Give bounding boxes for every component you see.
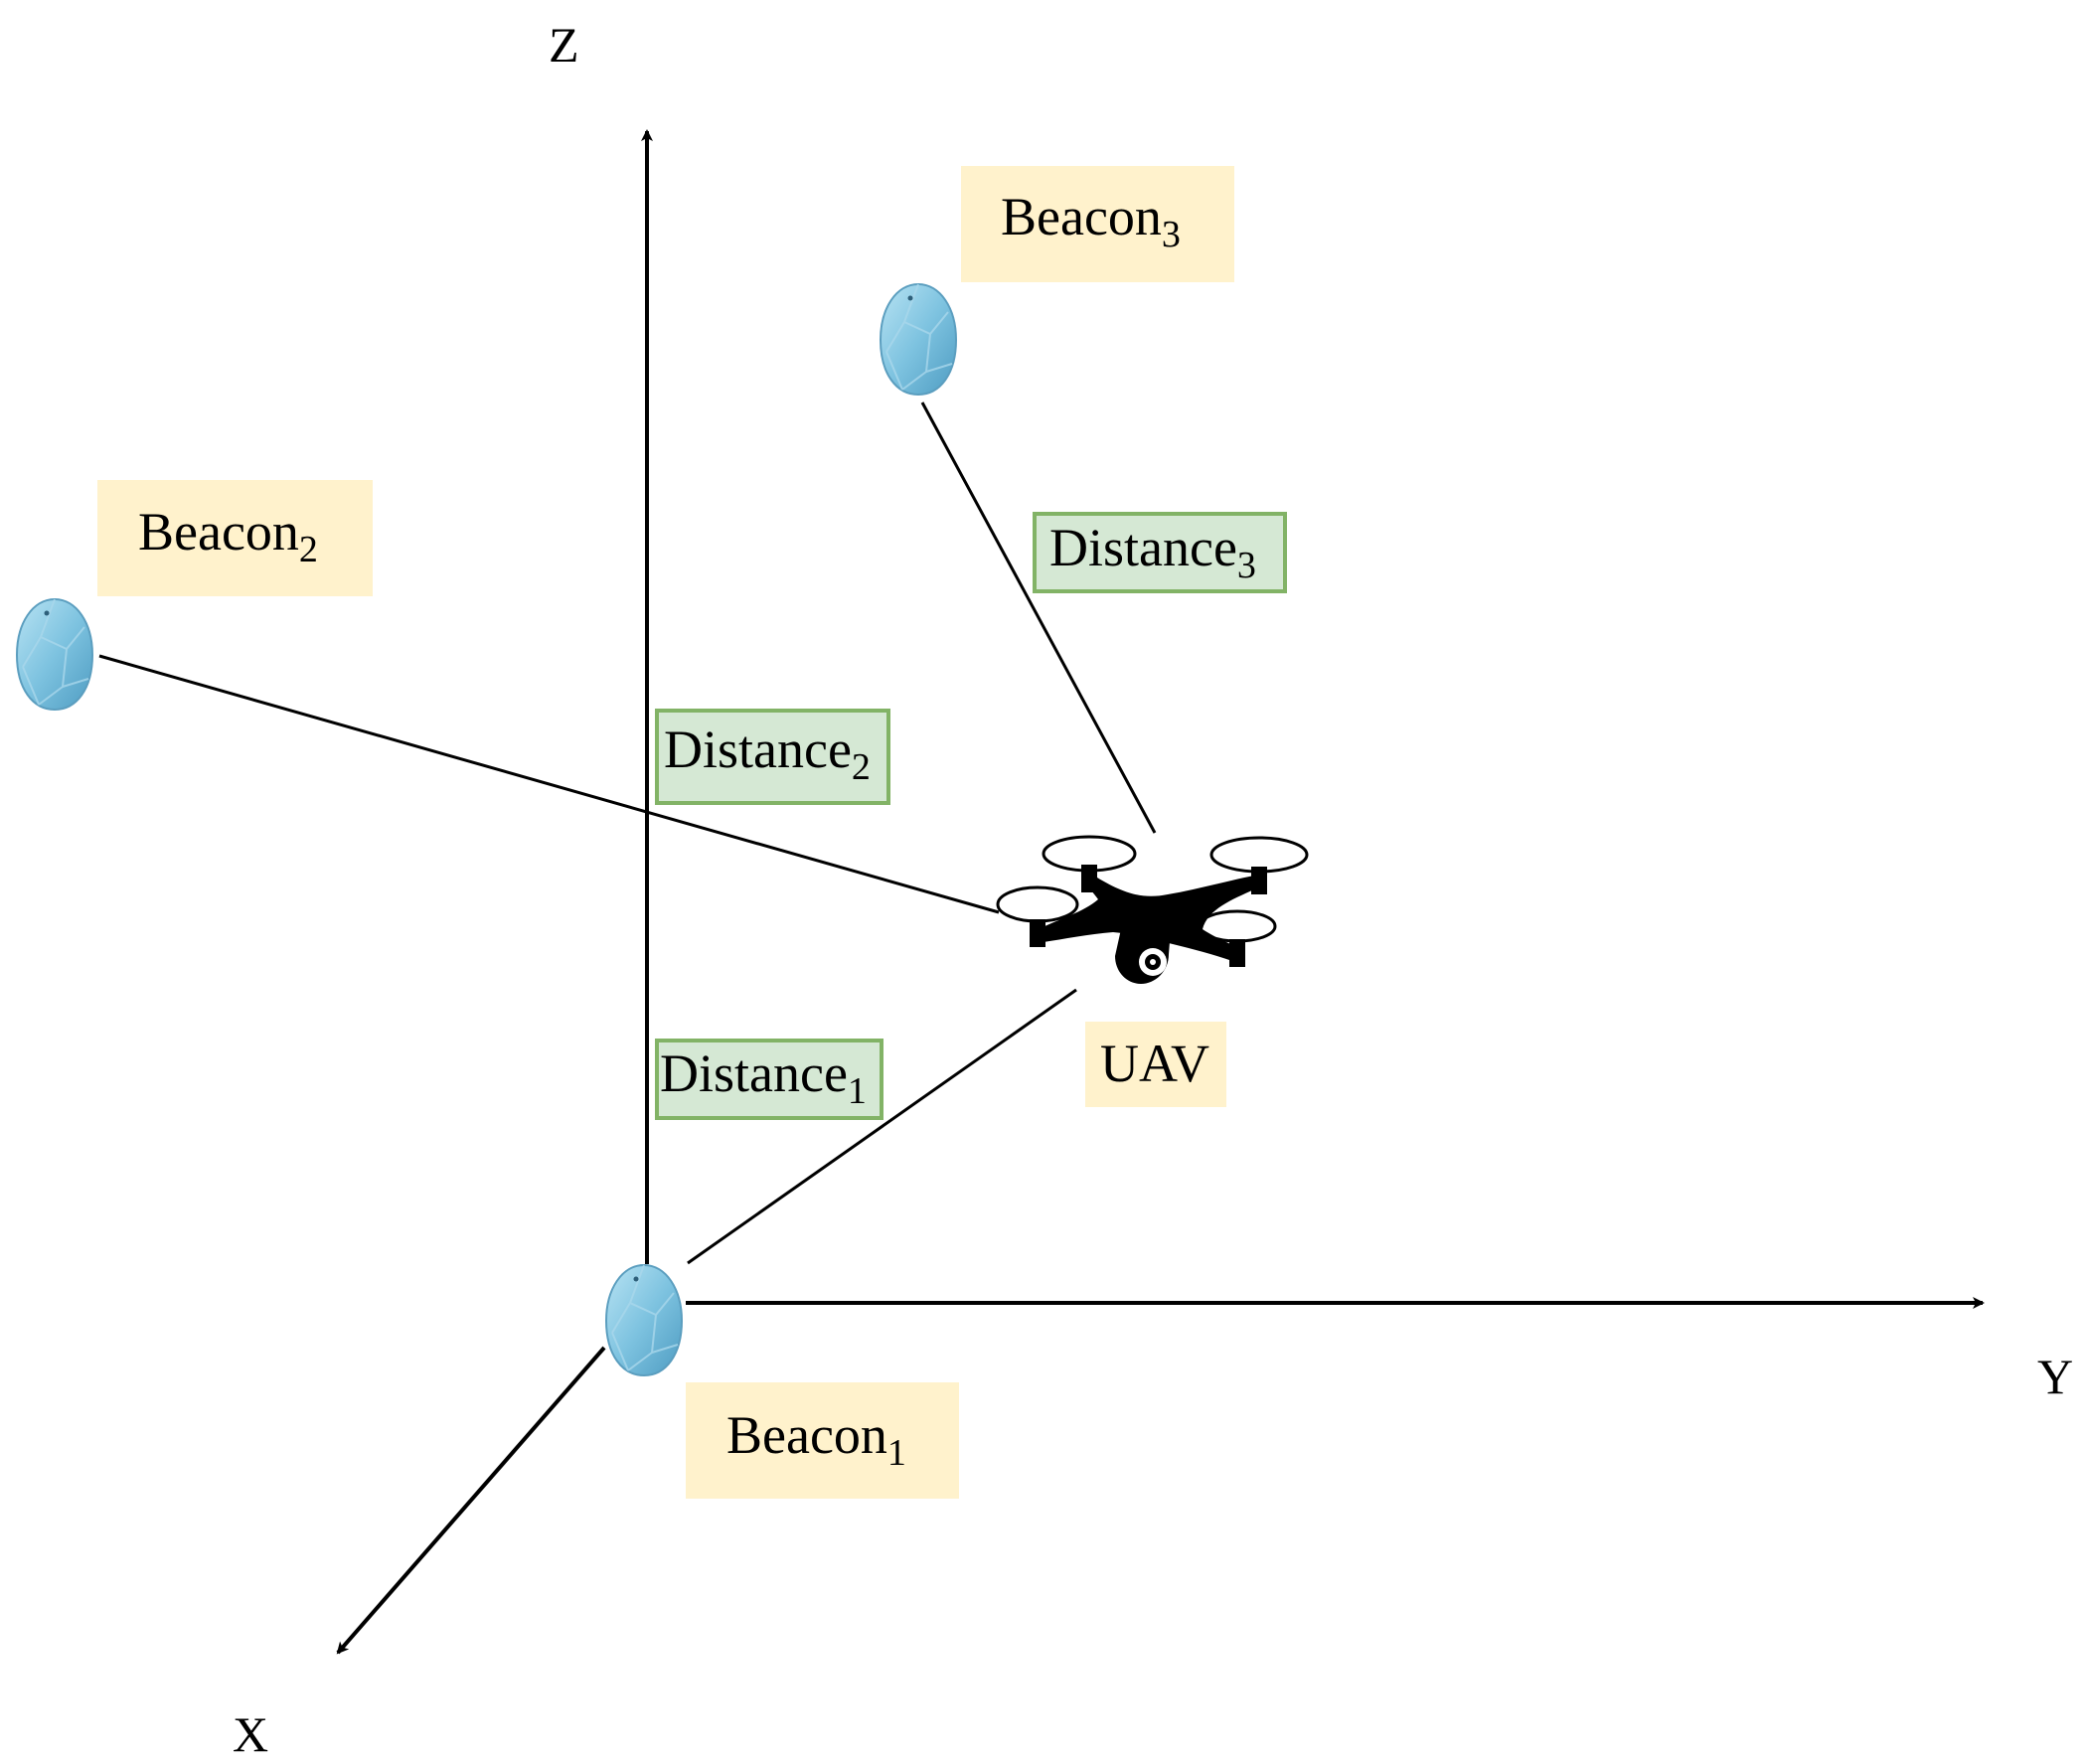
z-axis-label: Z bbox=[549, 17, 579, 73]
beacon-icon bbox=[880, 283, 957, 396]
distance2-label: Distance bbox=[664, 720, 852, 779]
uav-label: UAV bbox=[1100, 1034, 1209, 1093]
distance2-label-box: Distance2 bbox=[655, 709, 890, 805]
beacon2-label: Beacon bbox=[138, 502, 299, 561]
distance3-label-box: Distance3 bbox=[1033, 512, 1287, 593]
drone-icon bbox=[996, 835, 1309, 984]
y-axis-label: Y bbox=[2037, 1349, 2073, 1404]
distance2-subscript: 2 bbox=[852, 746, 871, 788]
beacon2-label-box: Beacon2 bbox=[97, 480, 373, 596]
distance3-subscript: 3 bbox=[1237, 545, 1256, 586]
distance1-subscript: 1 bbox=[848, 1070, 867, 1112]
distance2-line bbox=[98, 654, 1000, 914]
svg-text:Distance1: Distance1 bbox=[660, 1043, 867, 1112]
distance3-line bbox=[920, 401, 1157, 834]
x-axis bbox=[336, 1346, 606, 1655]
svg-text:Distance2: Distance2 bbox=[664, 720, 871, 788]
uav-label-box: UAV bbox=[1085, 1022, 1226, 1107]
svg-text:Beacon3: Beacon3 bbox=[1001, 187, 1181, 255]
svg-text:Distance3: Distance3 bbox=[1049, 518, 1256, 586]
distance1-line bbox=[687, 988, 1077, 1265]
beacon3-subscript: 3 bbox=[1162, 214, 1181, 255]
beacon3-label: Beacon bbox=[1001, 187, 1162, 246]
beacon3-label-box: Beacon3 bbox=[961, 166, 1234, 282]
svg-text:Beacon2: Beacon2 bbox=[138, 502, 318, 570]
distance1-label: Distance bbox=[660, 1043, 848, 1103]
distance1-label-box: Distance1 bbox=[655, 1039, 883, 1120]
beacon1-subscript: 1 bbox=[887, 1432, 906, 1474]
distance3-label: Distance bbox=[1049, 518, 1237, 577]
beacon-icon bbox=[16, 598, 93, 711]
beacon1-label: Beacon bbox=[726, 1405, 887, 1465]
beacon2-subscript: 2 bbox=[299, 529, 318, 570]
beacon1-label-box: Beacon1 bbox=[686, 1382, 959, 1499]
x-axis-label: X bbox=[233, 1706, 268, 1762]
svg-text:Beacon1: Beacon1 bbox=[726, 1405, 906, 1474]
beacon-icon bbox=[605, 1264, 683, 1376]
